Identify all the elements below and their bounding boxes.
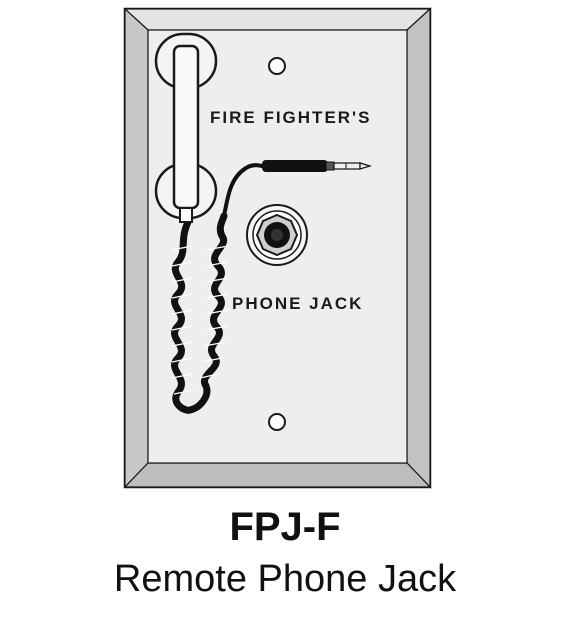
phone-jack-label: PHONE JACK — [232, 294, 364, 313]
top-screw-hole-icon — [268, 57, 286, 75]
product-figure: FIRE FIGHTER'S PHONE JACK — [123, 7, 432, 489]
phone-plug-icon — [262, 160, 373, 172]
telephone-handset-icon — [154, 32, 218, 223]
model-description: Remote Phone Jack — [113, 558, 457, 600]
coiled-cord-icon — [171, 163, 264, 414]
bottom-screw-hole-icon — [268, 413, 286, 431]
phone-jack-socket-icon — [246, 204, 308, 266]
model-number: FPJ-F — [229, 505, 341, 549]
fire-fighters-label: FIRE FIGHTER'S — [210, 108, 372, 127]
